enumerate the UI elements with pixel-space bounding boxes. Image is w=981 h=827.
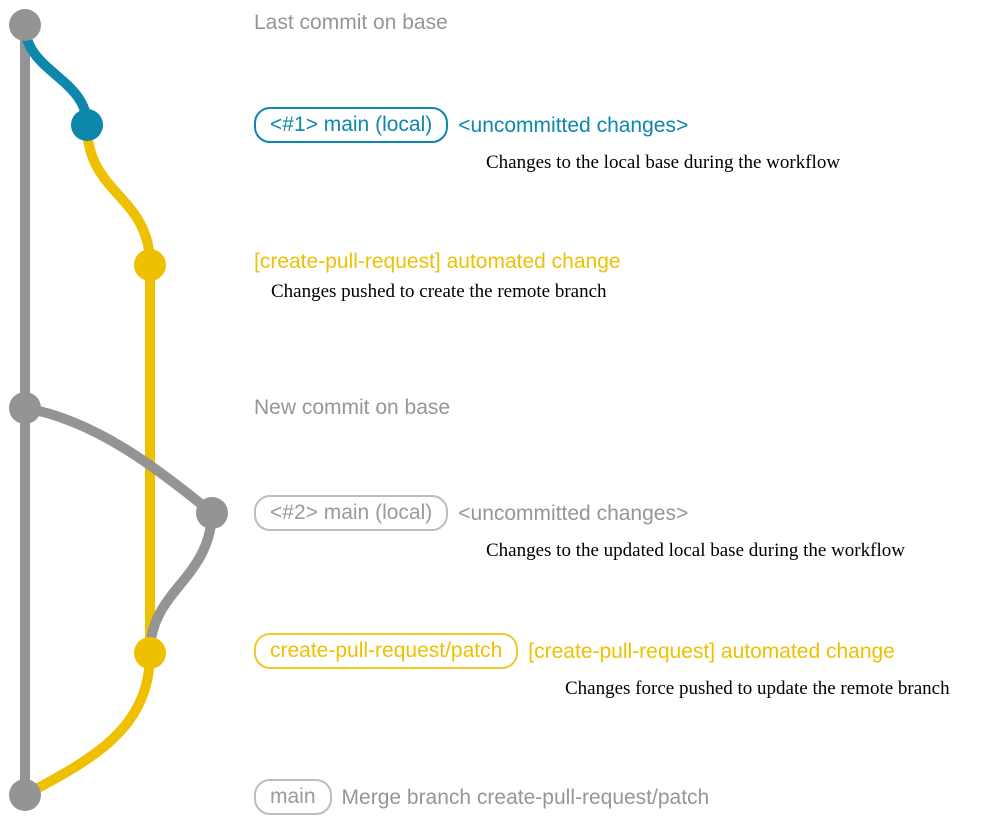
commit-subject: <uncommitted changes> xyxy=(458,113,689,137)
edge-patch-2-to-merge xyxy=(20,648,155,800)
commit-subject: Merge branch create-pull-request/patch xyxy=(341,785,710,809)
annotation-head: <#1> main (local) <uncommitted changes> xyxy=(254,107,840,143)
node-new-commit-on-base[interactable] xyxy=(9,392,41,424)
annotation-new-commit-on-base: New commit on base xyxy=(254,397,450,418)
annotation-merge-commit: main Merge branch create-pull-request/pa… xyxy=(254,779,709,815)
edge-base-2-to-local-2 xyxy=(20,403,217,518)
commit-body: Changes force pushed to update the remot… xyxy=(565,678,950,699)
ref-pill-create-pull-request-patch[interactable]: create-pull-request/patch xyxy=(254,633,519,669)
node-automated-change-2[interactable] xyxy=(134,637,166,669)
annotation-head: <#2> main (local) <uncommitted changes> xyxy=(254,495,905,531)
edge-local-2-to-patch-2 xyxy=(145,508,217,658)
annotation-head: create-pull-request/patch [create-pull-r… xyxy=(254,633,950,669)
ref-pill-main[interactable]: main xyxy=(254,779,332,815)
ref-pill-main-local-1[interactable]: <#1> main (local) xyxy=(254,107,449,143)
annotation-head: New commit on base xyxy=(254,397,450,418)
annotation-automated-change-2: create-pull-request/patch [create-pull-r… xyxy=(254,633,950,698)
annotation-automated-change-1: [create-pull-request] automated change C… xyxy=(254,251,621,301)
commit-body: Changes to the updated local base during… xyxy=(486,540,905,561)
commit-body: Changes pushed to create the remote bran… xyxy=(271,281,607,302)
commit-body: Changes to the local base during the wor… xyxy=(486,152,841,173)
annotation-last-commit-on-base: Last commit on base xyxy=(254,12,448,33)
commit-subject: <uncommitted changes> xyxy=(458,501,689,525)
node-local-uncommitted-2[interactable] xyxy=(196,497,228,529)
node-local-uncommitted-1[interactable] xyxy=(71,109,103,141)
ref-pill-main-local-2[interactable]: <#2> main (local) xyxy=(254,495,449,531)
commit-subject: [create-pull-request] automated change xyxy=(528,639,895,663)
commit-subject: Last commit on base xyxy=(254,11,448,34)
node-automated-change-1[interactable] xyxy=(134,249,166,281)
edge-local-1-to-patch-1 xyxy=(82,120,155,270)
annotation-head: [create-pull-request] automated change xyxy=(254,251,621,272)
commit-subject: [create-pull-request] automated change xyxy=(254,250,621,273)
annotation-head: Last commit on base xyxy=(254,12,448,33)
annotation-head: main Merge branch create-pull-request/pa… xyxy=(254,779,709,815)
annotation-local-uncommitted-2: <#2> main (local) <uncommitted changes> … xyxy=(254,495,905,560)
annotation-local-uncommitted-1: <#1> main (local) <uncommitted changes> … xyxy=(254,107,840,172)
commit-subject: New commit on base xyxy=(254,396,451,419)
node-merge-commit[interactable] xyxy=(9,779,41,811)
node-last-commit-on-base[interactable] xyxy=(9,9,41,41)
